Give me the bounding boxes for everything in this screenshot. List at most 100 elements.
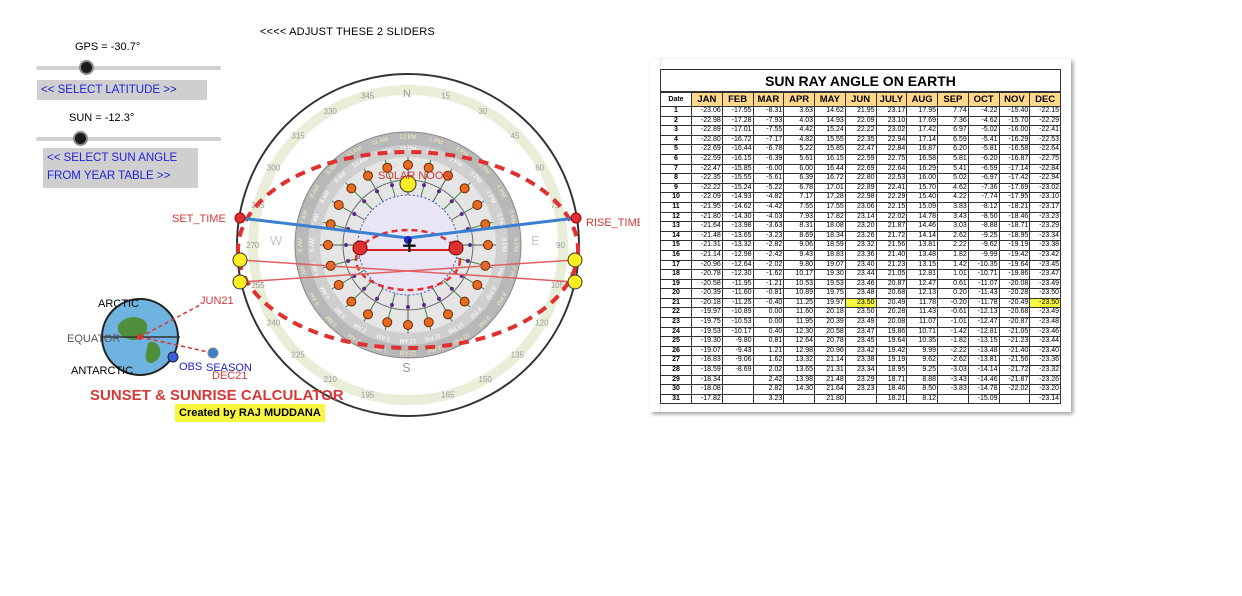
angle-cell: -20.49 bbox=[998, 297, 1031, 309]
angle-cell: -17.42 bbox=[998, 173, 1031, 184]
angle-cell: -21.72 bbox=[998, 365, 1031, 376]
angle-cell: 8.88 bbox=[906, 374, 938, 386]
bearing-band bbox=[248, 85, 568, 405]
angle-cell: 23.40 bbox=[844, 259, 877, 271]
hour-marker-dot bbox=[472, 280, 483, 290]
angle-cell: -18.59 bbox=[691, 365, 723, 376]
sun-angle-slider-track[interactable] bbox=[36, 137, 221, 141]
angle-cell: 6.59 bbox=[937, 134, 969, 146]
angle-cell: -23.20 bbox=[1029, 384, 1061, 395]
hour-marker-dot bbox=[403, 320, 413, 330]
hour-marker-dot bbox=[443, 170, 453, 181]
angle-cell: 22.75 bbox=[875, 153, 908, 165]
angle-cell: 13.32 bbox=[783, 355, 815, 367]
date-cell: 15 bbox=[660, 240, 692, 251]
angle-cell: 10.71 bbox=[906, 326, 938, 338]
angle-cell: 5.41 bbox=[937, 163, 969, 175]
bearing-label: 240 bbox=[267, 319, 281, 328]
angle-cell: 23.29 bbox=[844, 374, 877, 386]
angle-cell: -19.53 bbox=[691, 326, 723, 338]
angle-cell: -11.25 bbox=[721, 297, 754, 309]
compass-north: N bbox=[403, 88, 411, 100]
angle-cell: -13.15 bbox=[967, 336, 1000, 347]
angle-cell: 9.43 bbox=[783, 249, 815, 261]
angle-cell: -0.20 bbox=[937, 297, 969, 309]
angle-cell: 10.53 bbox=[783, 278, 815, 290]
angle-cell: 17.69 bbox=[906, 115, 938, 127]
angle-cell: 3.63 bbox=[783, 106, 815, 117]
angle-cell: -17.95 bbox=[998, 192, 1031, 203]
select-sun-angle-line2: FROM YEAR TABLE >> bbox=[47, 170, 171, 182]
date-cell: 8 bbox=[660, 173, 692, 184]
inner-marker-dot bbox=[406, 305, 410, 309]
sun-angle-slider-handle[interactable] bbox=[73, 131, 88, 146]
hour-marker-dot bbox=[346, 296, 357, 307]
angle-cell: 11.25 bbox=[783, 297, 815, 309]
hour-marker-dot bbox=[403, 160, 413, 170]
table-title: SUN RAY ANGLE ON EARTH bbox=[660, 69, 1061, 92]
angle-cell: 8.12 bbox=[906, 393, 938, 405]
angle-cell: 16.58 bbox=[906, 153, 938, 165]
angle-cell: -21.05 bbox=[998, 326, 1031, 338]
angle-cell: 15.40 bbox=[906, 192, 938, 203]
latitude-slider-handle[interactable] bbox=[79, 60, 94, 75]
angle-cell: 21.48 bbox=[814, 374, 846, 386]
angle-cell: 1.21 bbox=[752, 345, 785, 357]
select-sun-angle-button[interactable]: << SELECT SUN ANGLE FROM YEAR TABLE >> bbox=[43, 148, 198, 188]
angle-cell: 5.61 bbox=[783, 153, 815, 165]
hour-label: 11 PM bbox=[424, 332, 442, 342]
angle-cell: 14.14 bbox=[906, 230, 938, 242]
angle-cell: -11.07 bbox=[967, 278, 1000, 290]
inner-marker-dot bbox=[465, 259, 470, 263]
angle-cell: 11.60 bbox=[783, 307, 815, 319]
angle-cell: 22.29 bbox=[875, 192, 908, 203]
date-cell: 21 bbox=[660, 297, 692, 309]
angle-cell: -17.14 bbox=[998, 163, 1031, 175]
angle-cell: 12.47 bbox=[906, 278, 938, 290]
angle-cell: -1.62 bbox=[752, 269, 785, 280]
select-latitude-button[interactable]: << SELECT LATITUDE >> bbox=[37, 80, 207, 100]
angle-cell: -22.09 bbox=[691, 192, 723, 203]
center-cross-icon: + bbox=[401, 233, 418, 257]
angle-cell: -18.71 bbox=[998, 221, 1031, 232]
angle-cell: 2.02 bbox=[752, 365, 785, 376]
angle-cell: 16.15 bbox=[814, 153, 846, 165]
date-cell: 16 bbox=[660, 249, 692, 261]
angle-cell: 18.71 bbox=[875, 374, 908, 386]
angle-cell: -21.87 bbox=[998, 374, 1031, 386]
inner-marker-dot bbox=[362, 199, 367, 204]
date-cell: 11 bbox=[660, 201, 692, 213]
angle-cell: 9.25 bbox=[906, 365, 938, 376]
angle-cell: 9.99 bbox=[906, 345, 938, 357]
rise-time-label: RISE_TIME bbox=[586, 217, 640, 229]
continent-shape-2 bbox=[145, 341, 161, 363]
angle-cell: 15.09 bbox=[906, 201, 938, 213]
angle-cell: -20.39 bbox=[691, 288, 723, 299]
angle-cell: -16.87 bbox=[998, 153, 1031, 165]
latitude-slider-track[interactable] bbox=[36, 66, 221, 70]
date-cell: 3 bbox=[660, 125, 692, 136]
angle-cell: -5.61 bbox=[752, 173, 785, 184]
angle-cell bbox=[783, 393, 815, 405]
angle-cell: -16.15 bbox=[721, 153, 754, 165]
angle-cell: -15.24 bbox=[721, 182, 754, 194]
month-header: OCT bbox=[967, 92, 1000, 107]
angle-cell: -23.23 bbox=[1029, 211, 1061, 223]
bearing-label: 195 bbox=[361, 391, 375, 400]
angle-cell: -4.82 bbox=[752, 192, 785, 203]
angle-cell: -21.95 bbox=[691, 201, 723, 213]
angle-cell: 5.02 bbox=[937, 173, 969, 184]
angle-cell: -23.34 bbox=[1029, 230, 1061, 242]
angle-cell: 19.75 bbox=[814, 288, 846, 299]
angle-cell: -23.40 bbox=[1029, 345, 1061, 357]
angle-cell: -14.93 bbox=[721, 192, 754, 203]
angle-cell: -20.68 bbox=[998, 307, 1031, 319]
angle-cell: -14.46 bbox=[967, 374, 1000, 386]
